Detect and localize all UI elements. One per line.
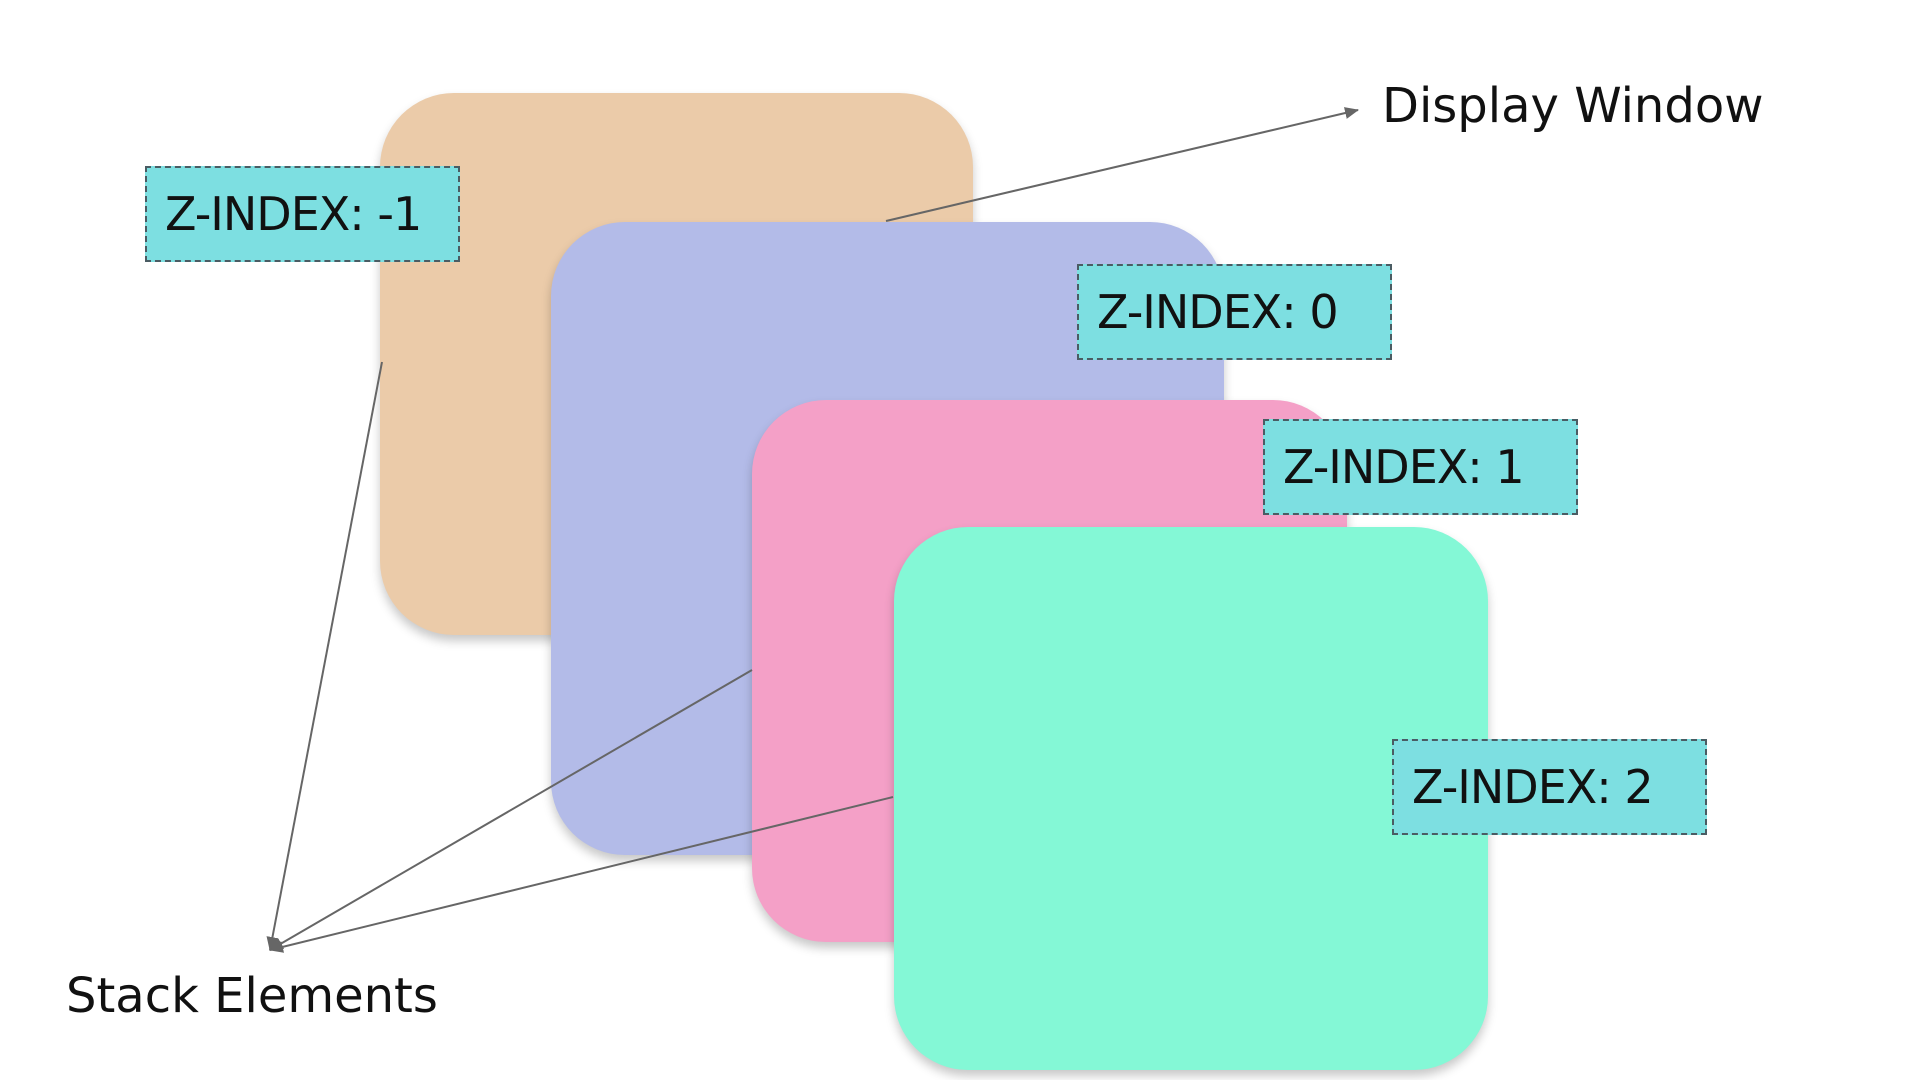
z-index-label-2: Z-INDEX: 2: [1392, 739, 1707, 835]
display-window-caption: Display Window: [1382, 78, 1764, 134]
stack-elements-caption: Stack Elements: [66, 968, 438, 1024]
stack-arrow-back: [266, 361, 383, 951]
z-index-label-neg1: Z-INDEX: -1: [145, 166, 460, 262]
stack-element-z-2: [894, 527, 1488, 1070]
z-index-label-1: Z-INDEX: 1: [1263, 419, 1578, 515]
z-index-label-0: Z-INDEX: 0: [1077, 264, 1392, 360]
